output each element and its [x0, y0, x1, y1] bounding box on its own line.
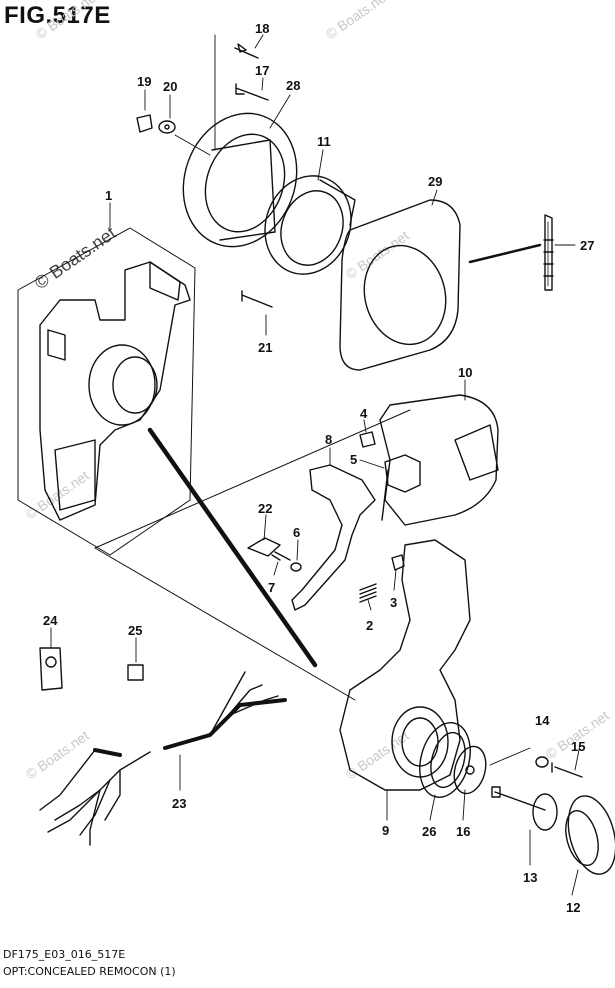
- part-24-clamp[interactable]: [39, 647, 63, 691]
- label-part-10: 10: [458, 365, 472, 380]
- part-15-screw[interactable]: [551, 762, 583, 778]
- label-part-11: 11: [317, 134, 331, 149]
- part-23-wire-harness[interactable]: [39, 671, 287, 846]
- label-part-24: 24: [43, 613, 58, 628]
- svg-text:© Boats.net: © Boats.net: [33, 0, 102, 42]
- label-part-27: 27: [580, 238, 594, 253]
- center-axis-line: [147, 427, 318, 668]
- part-10-cover[interactable]: [379, 394, 499, 526]
- label-part-12: 12: [566, 900, 580, 915]
- part-4-screw[interactable]: [359, 431, 376, 448]
- part-29-panel-gasket[interactable]: [339, 199, 461, 371]
- part-20-washer[interactable]: [158, 120, 176, 134]
- label-part-3: 3: [390, 595, 397, 610]
- figure-title: FIG.517E: [4, 2, 111, 29]
- label-part-4: 4: [360, 406, 368, 421]
- figure-code: DF175_E03_016_517E: [3, 948, 126, 961]
- label-part-23: 23: [172, 796, 186, 811]
- label-part-13: 13: [523, 870, 537, 885]
- part-5-lever-clip[interactable]: [381, 454, 421, 521]
- label-part-15: 15: [571, 739, 585, 754]
- part-28-bezel[interactable]: [165, 97, 315, 262]
- part-7-screw[interactable]: [271, 551, 291, 561]
- label-part-22: 22: [258, 501, 272, 516]
- part-11-ring[interactable]: [251, 164, 364, 287]
- part-26-gasket[interactable]: [412, 717, 478, 803]
- leader-lines: [50, 34, 581, 896]
- label-part-18: 18: [255, 21, 269, 36]
- part-25-clip[interactable]: [127, 664, 144, 681]
- svg-text:© Boats.net: © Boats.net: [343, 727, 412, 782]
- svg-text:© Boats.net: © Boats.net: [323, 0, 392, 42]
- label-part-20: 20: [163, 79, 177, 94]
- label-part-5: 5: [350, 452, 357, 467]
- label-part-1: 1: [105, 188, 112, 203]
- part-2-spring[interactable]: [359, 583, 377, 603]
- label-part-9: 9: [382, 823, 389, 838]
- svg-text:© Boats.net: © Boats.net: [23, 727, 92, 782]
- label-part-17: 17: [255, 63, 269, 78]
- part-13-shaft[interactable]: [491, 786, 558, 831]
- label-part-8: 8: [325, 432, 332, 447]
- part-8-lever-plate[interactable]: [291, 464, 376, 611]
- label-part-25: 25: [128, 623, 142, 638]
- part-19-nut[interactable]: [136, 114, 153, 133]
- part-labels: 1 2 3 4 5 6 7 8 9 10 11 12 13 14 15 16 1…: [43, 21, 594, 915]
- assembly-outline-upper: [17, 227, 196, 556]
- label-part-14: 14: [535, 713, 550, 728]
- label-part-2: 2: [366, 618, 373, 633]
- part-27-bolt[interactable]: [468, 214, 554, 291]
- part-16-plate[interactable]: [449, 743, 490, 797]
- part-9-housing[interactable]: [339, 539, 471, 791]
- label-part-29: 29: [428, 174, 442, 189]
- label-part-28: 28: [286, 78, 300, 93]
- label-part-26: 26: [422, 824, 436, 839]
- figure-description: OPT:CONCEALED REMOCON (1): [3, 965, 176, 978]
- assembly-outline-lower: [94, 409, 411, 701]
- label-part-21: 21: [258, 340, 272, 355]
- part-22-clip[interactable]: [247, 537, 281, 557]
- part-14-washer[interactable]: [535, 756, 549, 768]
- leader-14: [489, 747, 531, 766]
- svg-text:© Boats.net: © Boats.net: [543, 707, 612, 762]
- label-part-19: 19: [137, 74, 151, 89]
- label-part-6: 6: [293, 525, 300, 540]
- part-6-washer[interactable]: [290, 562, 302, 572]
- part-1-remote-control[interactable]: [39, 261, 191, 521]
- label-part-7: 7: [268, 580, 275, 595]
- part-21-screw[interactable]: [241, 290, 273, 308]
- leader-19-20: [174, 34, 216, 156]
- label-part-16: 16: [456, 824, 470, 839]
- part-17-screw[interactable]: [235, 83, 269, 101]
- part-12-knob[interactable]: [560, 791, 615, 880]
- part-3-screw[interactable]: [391, 554, 405, 571]
- part-18-screw[interactable]: [234, 43, 259, 59]
